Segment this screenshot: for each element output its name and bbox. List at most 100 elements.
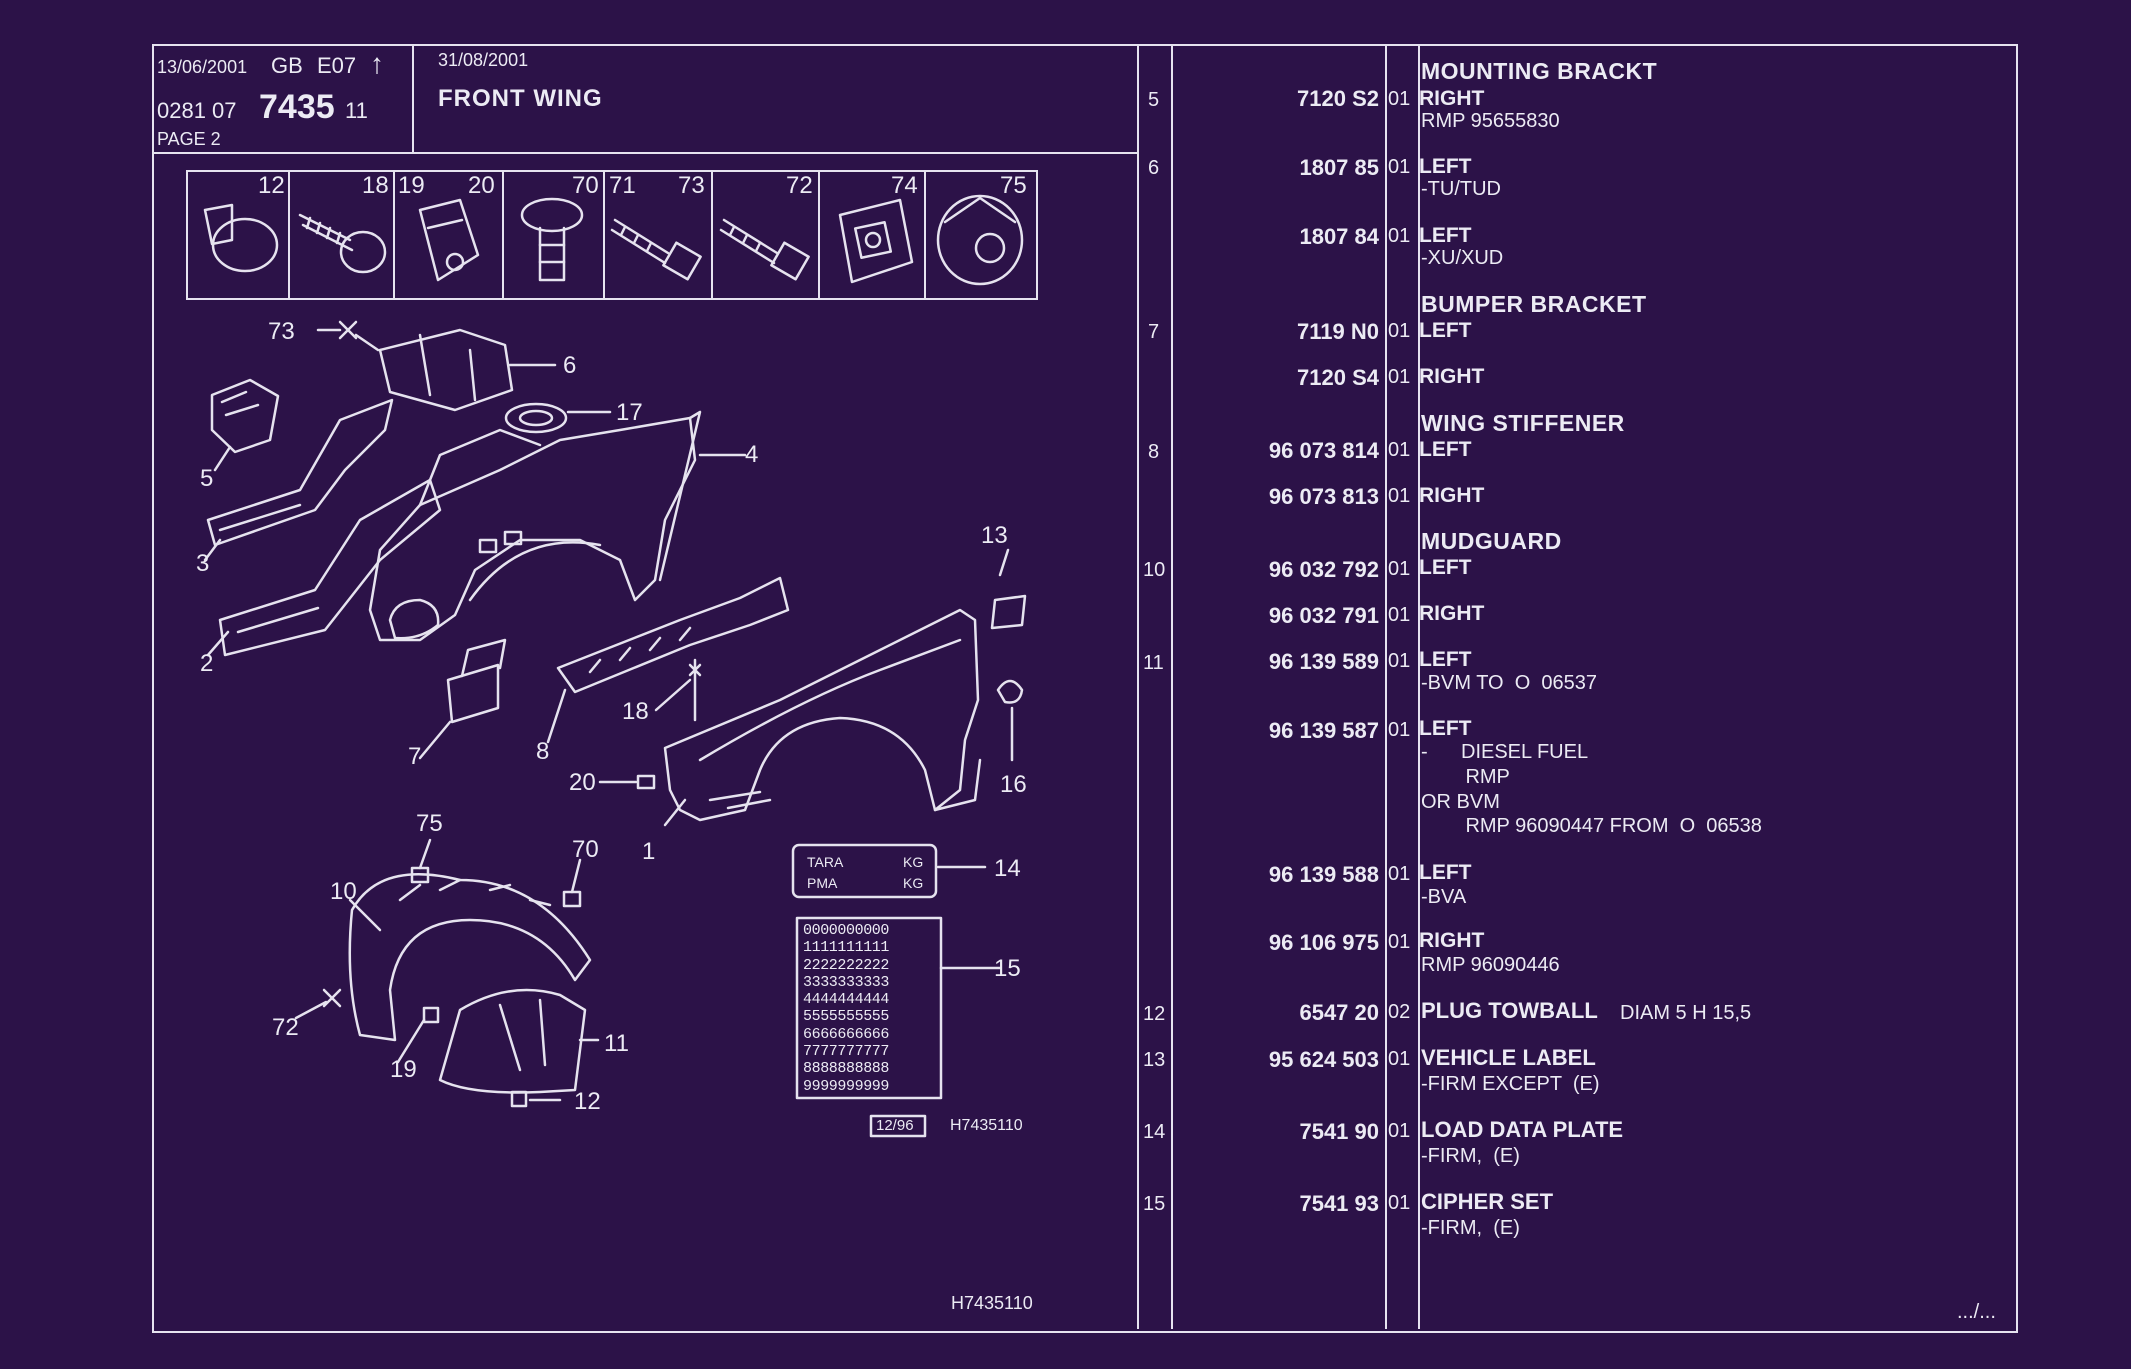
quantity: 01 — [1388, 931, 1411, 953]
part-label: LEFT — [1419, 648, 1472, 671]
callout-label: 13 — [981, 522, 1008, 549]
part-label: LOAD DATA PLATE — [1421, 1117, 1624, 1142]
part-note: -TU/TUD — [1421, 178, 1501, 200]
quantity: 01 — [1388, 558, 1411, 580]
part-number: 96 139 589 — [1268, 649, 1379, 674]
cipher-row: 8888888888 — [803, 1060, 890, 1078]
part-note: OR BVM — [1421, 791, 1500, 813]
continuation-mark: .../... — [1957, 1301, 1996, 1323]
header-edition: E07 — [317, 53, 357, 78]
callout-label: 1 — [642, 838, 656, 865]
header-code-main: 7435 — [259, 88, 335, 126]
part-label: RIGHT — [1419, 365, 1485, 388]
header-bottom-line — [152, 152, 1137, 154]
row-index: 7 — [1148, 321, 1160, 343]
part-number: 96 073 813 — [1268, 484, 1379, 509]
part-label: LEFT — [1419, 438, 1472, 461]
quantity: 01 — [1388, 1120, 1411, 1142]
part-label: LEFT — [1419, 556, 1472, 579]
fastener-strip — [186, 170, 1038, 300]
quantity: 01 — [1388, 320, 1411, 342]
callout-label: 3 — [196, 550, 210, 577]
quantity: 01 — [1388, 1192, 1411, 1214]
row-index: 13 — [1143, 1049, 1166, 1071]
header-code-suffix: 11 — [345, 98, 368, 123]
page-title: FRONT WING — [438, 85, 603, 112]
header-code-prefix: 0281 07 — [157, 98, 237, 123]
part-note: RMP — [1421, 766, 1510, 788]
part-label: LEFT — [1419, 861, 1472, 884]
callout-label: 5 — [200, 465, 214, 492]
quantity: 02 — [1388, 1001, 1411, 1023]
fastener-cell-divider — [711, 170, 713, 298]
part-note: - DIESEL FUEL — [1421, 741, 1589, 763]
part-number: 7120 S2 — [1297, 86, 1379, 111]
fastener-cell-divider — [818, 170, 820, 298]
fastener-cell-divider — [603, 170, 605, 298]
callout-label: 12 — [574, 1088, 601, 1115]
drawing-reference: H7435110 — [950, 1117, 1023, 1134]
callout-label: 70 — [572, 836, 599, 863]
quantity: 01 — [1388, 1048, 1411, 1070]
fastener-cell-divider — [924, 170, 926, 298]
part-label: LEFT — [1419, 717, 1472, 740]
fastener-number: 12 — [258, 172, 285, 199]
part-number: 96 139 587 — [1268, 718, 1379, 743]
fastener-number: 74 — [891, 172, 918, 199]
part-number: 96 032 791 — [1268, 603, 1379, 628]
part-note: RMP 96090447 FROM O 06538 — [1421, 815, 1762, 837]
fastener-number: 75 — [1000, 172, 1027, 199]
quantity: 01 — [1388, 719, 1411, 741]
part-note: -BVM TO O 06537 — [1421, 672, 1598, 694]
callout-label: 75 — [416, 810, 443, 837]
fastener-number: 70 — [572, 172, 599, 199]
part-label: RIGHT — [1419, 602, 1485, 625]
row-index: 8 — [1148, 441, 1160, 463]
quantity: 01 — [1388, 604, 1411, 626]
header-page: PAGE 2 — [157, 129, 221, 149]
part-note: -FIRM EXCEPT (E) — [1421, 1073, 1600, 1095]
plate-tara: TARA — [807, 854, 844, 870]
cipher-grid: 0000000000 1111111111 2222222222 3333333… — [803, 922, 937, 1095]
quantity: 01 — [1388, 650, 1411, 672]
row-index: 10 — [1143, 559, 1166, 581]
callout-label: 2 — [200, 650, 214, 677]
callout-label: 17 — [616, 399, 643, 426]
cipher-row: 9999999999 — [803, 1077, 890, 1095]
part-number: 7541 93 — [1299, 1191, 1379, 1216]
part-note: -BVA — [1421, 886, 1467, 908]
part-label: RIGHT — [1419, 929, 1485, 952]
header-date-2: 31/08/2001 — [438, 50, 529, 70]
part-number: 7119 N0 — [1297, 319, 1379, 344]
part-number: 1807 84 — [1299, 224, 1379, 249]
divider-qty-right — [1418, 44, 1420, 1329]
plate-kg: KG — [903, 875, 924, 891]
row-index: 6 — [1148, 157, 1160, 179]
part-label: LEFT — [1419, 155, 1472, 178]
row-index: 5 — [1148, 89, 1160, 111]
row-index: 14 — [1143, 1121, 1166, 1143]
header-arrow-icon: ↑ — [370, 48, 384, 79]
fastener-number: 20 — [468, 172, 495, 199]
callout-label: 6 — [563, 352, 577, 379]
fastener-cell-divider — [288, 170, 290, 298]
quantity: 01 — [1388, 439, 1411, 461]
cipher-row: 5555555555 — [803, 1008, 890, 1026]
revision-stamp: 12/96 — [876, 1117, 914, 1134]
part-note: RMP 95655830 — [1421, 110, 1560, 132]
fastener-number: 72 — [786, 172, 813, 199]
callout-label: 16 — [1000, 771, 1027, 798]
part-number: 7541 90 — [1299, 1119, 1379, 1144]
fastener-cell-divider — [393, 170, 395, 298]
part-label: PLUG TOWBALL — [1421, 998, 1598, 1023]
callout-label: 10 — [330, 878, 357, 905]
part-number: 96 032 792 — [1268, 557, 1379, 582]
callout-label: 20 — [569, 769, 596, 796]
fastener-number: 71 — [609, 172, 636, 199]
row-index: 12 — [1143, 1003, 1166, 1025]
callout-label: 11 — [604, 1030, 629, 1057]
row-index: 11 — [1143, 652, 1164, 674]
drawing-reference-bottom: H7435110 — [951, 1293, 1033, 1313]
divider-qty-left — [1385, 44, 1387, 1329]
part-number: 96 106 975 — [1268, 930, 1379, 955]
